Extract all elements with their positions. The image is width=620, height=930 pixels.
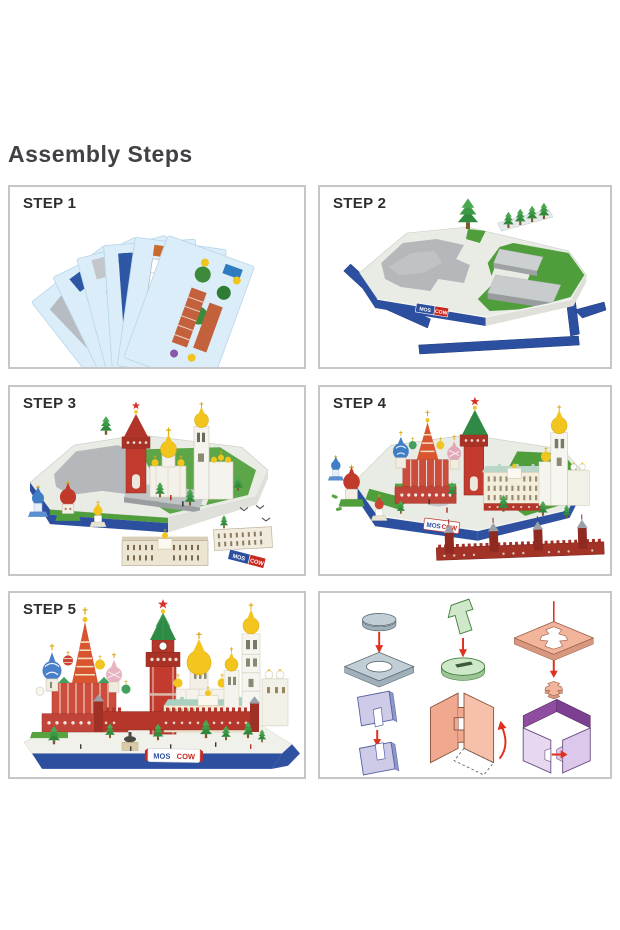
- connector-diagrams-panel: [318, 591, 612, 779]
- loose-dome-pieces: [327, 454, 388, 521]
- moscow-sign-text: MOS: [426, 522, 442, 531]
- step-4-panel: STEP 4: [318, 385, 612, 576]
- bell-tower: [193, 401, 234, 500]
- step-3-panel: STEP 3: [8, 385, 306, 576]
- platform-front-faces: [357, 273, 587, 326]
- kremlin-wall-piece: [435, 514, 605, 561]
- step1-illustration: [31, 235, 255, 367]
- moscow-sign-text: MOS: [419, 306, 432, 314]
- moscow-sign-text: COW: [434, 309, 447, 317]
- disc-into-frame-icon: [343, 613, 415, 688]
- moscow-banner-text: MOS: [153, 751, 170, 760]
- connector-diagrams-illustration: [343, 598, 595, 776]
- step2-illustration: MOS COW: [343, 198, 607, 355]
- moscow-banner-text: COW: [177, 752, 196, 761]
- puzzle-sheet: [123, 235, 255, 367]
- wall-towers: [443, 514, 588, 554]
- tree-row: [48, 719, 267, 751]
- moscow-sign: MOS COW: [227, 548, 267, 569]
- people-figures: [80, 742, 252, 751]
- step-1-label: STEP 1: [23, 195, 77, 212]
- step-2-panel: STEP 2: [318, 185, 612, 369]
- moscow-banner: MOS COW: [144, 748, 203, 763]
- cross-through-plate-icon: [513, 601, 595, 700]
- kremlin-wall: [93, 694, 260, 733]
- step-2-label: STEP 2: [333, 195, 387, 212]
- moscow-sign: MOS COW: [414, 302, 450, 318]
- building-footprints: [487, 248, 562, 309]
- tree-pieces: [100, 416, 243, 507]
- step5-illustration: MOS COW: [23, 599, 300, 769]
- tab-into-disc-icon: [440, 598, 486, 681]
- cathedral-gold-domes: [149, 426, 187, 498]
- step3-illustration: MOS COW: [28, 401, 273, 569]
- loose-dome-pieces: [28, 480, 107, 527]
- spasskaya-tower: [459, 396, 488, 496]
- st-basils-cathedral: [392, 409, 462, 504]
- loose-facade-pieces: [121, 505, 273, 567]
- ivan-bell-tower: [538, 404, 590, 506]
- tree-pieces: [457, 198, 554, 232]
- step-1-panel: STEP 1: [8, 185, 306, 369]
- box-corner-slide-icon: [522, 698, 591, 774]
- tree-pieces: [396, 482, 571, 518]
- moscow-sign-text: MOS: [232, 554, 246, 563]
- slot-join-icon: [356, 690, 400, 776]
- page-title: Assembly Steps: [8, 141, 193, 167]
- step-4-label: STEP 4: [333, 395, 387, 412]
- step-3-label: STEP 3: [23, 395, 77, 412]
- step-5-panel: STEP 5: [8, 591, 306, 779]
- step-5-label: STEP 5: [23, 601, 77, 618]
- hook-fold-icon: [430, 692, 507, 776]
- step4-illustration: MOS COW: [327, 396, 605, 561]
- moscow-sign-text: COW: [249, 558, 264, 568]
- st-basils-cathedral: [30, 606, 131, 739]
- spasskaya-tower: [121, 401, 151, 494]
